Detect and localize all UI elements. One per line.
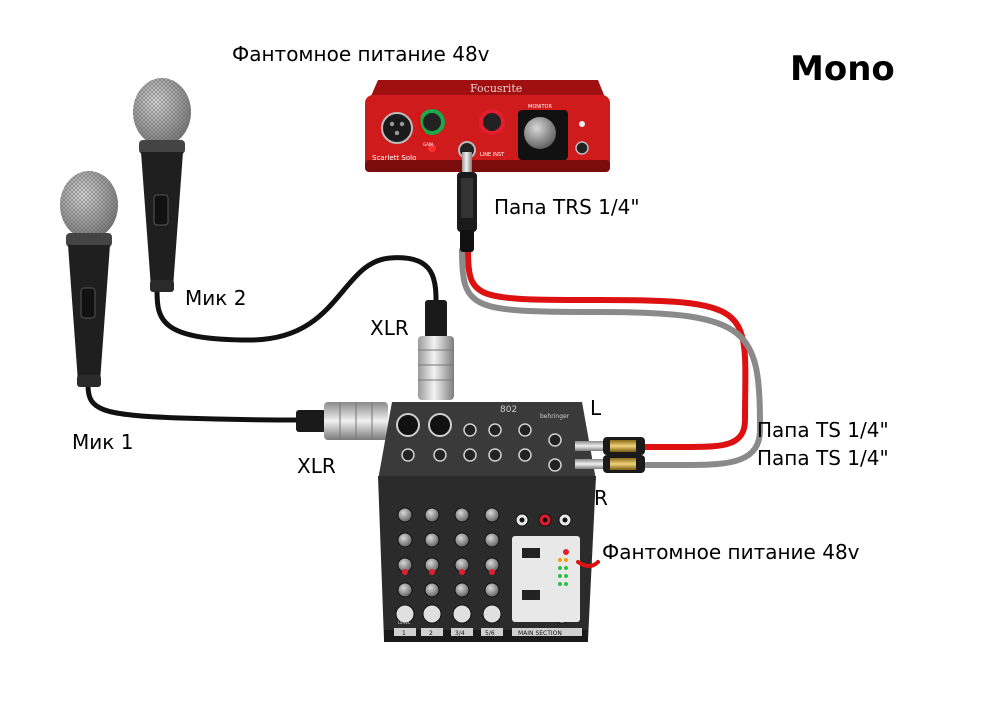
interface-model: Scarlett Solo — [372, 154, 416, 162]
channel-label-2: 2 — [429, 630, 433, 637]
ts-plug-left — [575, 437, 645, 455]
trs-plug — [457, 152, 477, 252]
mic2-label: Мик 2 — [185, 286, 247, 310]
mixer-model: 802 — [500, 405, 517, 415]
phantom-switch — [576, 560, 600, 568]
channel-right-label: R — [594, 486, 608, 510]
trs-plug-label: Папа TRS 1/4" — [494, 195, 640, 219]
xlr-bottom-label: XLR — [297, 454, 336, 478]
mixer-brand: behringer — [540, 413, 570, 420]
audio-interface: Focusrite LINE INST MONITOR Scarlett Sol… — [365, 80, 610, 172]
channel-label-5-6: 5/6 — [485, 630, 495, 637]
mic1-label: Мик 1 — [72, 430, 134, 454]
interface-brand: Focusrite — [470, 82, 522, 95]
channel-label-1: 1 — [402, 630, 406, 637]
xlr-connector-mic2 — [418, 300, 454, 400]
monitor-label: MONITOR — [528, 104, 552, 110]
level-label: LEVEL — [398, 620, 411, 625]
xlr-top-label: XLR — [370, 316, 409, 340]
main-section-label: MAIN SECTION — [518, 630, 562, 637]
mixer: 802 behringer 1 2 3/4 5/6 — [378, 402, 600, 642]
ts-plug-label-2: Папа TS 1/4" — [757, 446, 889, 470]
channel-left-label: L — [590, 396, 602, 420]
phantom-power-bottom-label: Фантомное питание 48v — [602, 540, 860, 564]
line-inst-label: LINE INST — [480, 152, 505, 158]
mic2-cable — [154, 255, 439, 343]
ts-plug-label-1: Папа TS 1/4" — [757, 418, 889, 442]
xlr-connector-mic1 — [296, 402, 388, 440]
channel-label-3-4: 3/4 — [455, 630, 465, 637]
microphone-1 — [60, 171, 118, 387]
mic1-cable — [85, 382, 303, 423]
gain-label: GAIN — [423, 142, 433, 147]
phantom-power-top-label: Фантомное питание 48v — [232, 42, 490, 66]
gray-cable — [459, 247, 764, 468]
ts-plug-right — [575, 455, 645, 473]
red-cable — [465, 247, 749, 450]
microphone-2 — [133, 78, 191, 292]
diagram-title: Mono — [790, 49, 895, 89]
